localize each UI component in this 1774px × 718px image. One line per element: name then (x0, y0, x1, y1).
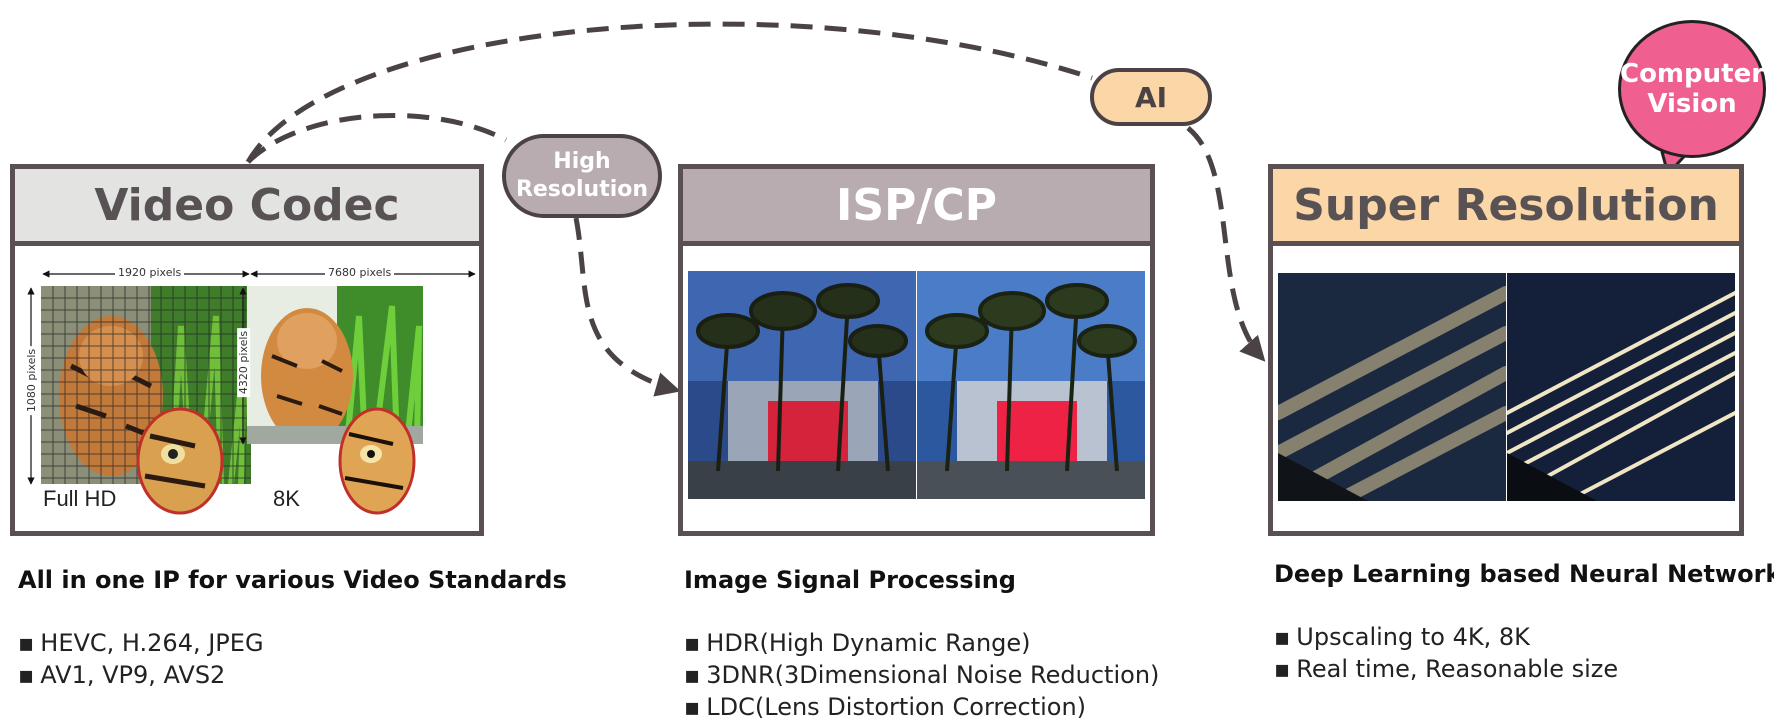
full-hd-height-label: 1080 pixels (25, 345, 39, 416)
list-item: AV1, VP9, AVS2 (18, 659, 264, 691)
list-item: HEVC, H.264, JPEG (18, 627, 263, 659)
isp-after-image (917, 271, 1145, 499)
sr-after-image (1507, 273, 1735, 501)
arrow-ai-to-sr (1186, 126, 1266, 362)
high-resolution-bubble: High Resolution (502, 134, 662, 218)
ai-label: AI (1134, 80, 1168, 114)
arrow-codec-to-ai (245, 21, 1093, 164)
isp-cp-title: ISP/CP (683, 169, 1150, 246)
computer-vision-line2: Vision (1647, 89, 1737, 119)
isp-bullets: HDR(High Dynamic Range) 3DNR(3Dimensiona… (684, 627, 1159, 718)
video-codec-panel: Video Codec (10, 164, 484, 536)
super-resolution-images (1273, 246, 1739, 531)
computer-vision-bubble: Computer Vision (1618, 20, 1766, 158)
super-resolution-title: Super Resolution (1273, 169, 1739, 246)
list-item: Upscaling to 4K, 8K (1274, 621, 1618, 653)
high-resolution-line1: High (553, 149, 611, 174)
super-resolution-panel: Super Resolution (1268, 164, 1744, 536)
video-codec-title: Video Codec (15, 169, 479, 246)
video-codec-description-title: All in one IP for various Video Standard… (18, 566, 567, 594)
ai-bubble: AI (1090, 68, 1212, 126)
super-resolution-description-title: Deep Learning based Neural Network (1274, 560, 1774, 588)
isp-description-title: Image Signal Processing (684, 566, 1016, 594)
full-hd-caption: Full HD (43, 486, 117, 511)
arrow-codec-to-hires (246, 113, 508, 164)
full-hd-tiger-image (41, 286, 251, 484)
list-item: Real time, Reasonable size (1274, 653, 1618, 685)
full-hd-width-label: 1920 pixels (115, 266, 185, 279)
isp-cp-panel: ISP/CP (678, 164, 1155, 536)
high-resolution-line2: Resolution (515, 177, 649, 202)
video-codec-bullets: HEVC, H.264, JPEG AV1, VP9, AVS2 (18, 627, 264, 691)
list-item: HDR(High Dynamic Range) (684, 627, 1159, 659)
isp-cp-images (683, 246, 1150, 531)
8k-height-label: 4320 pixels (237, 327, 251, 398)
full-hd-zoom-circle (136, 407, 224, 515)
list-item: LDC(Lens Distortion Correction) (684, 691, 1159, 718)
arrow-hires-to-isp (573, 217, 681, 397)
super-resolution-bullets: Upscaling to 4K, 8K Real time, Reasonabl… (1274, 621, 1618, 685)
8k-zoom-circle (338, 407, 416, 515)
video-codec-images: 1920 pixels 7680 pixels 1080 pixels 4320… (15, 246, 479, 531)
list-item: 3DNR(3Dimensional Noise Reduction) (684, 659, 1159, 691)
8k-caption: 8K (273, 486, 300, 511)
sr-before-image (1278, 273, 1506, 501)
isp-before-image (688, 271, 916, 499)
computer-vision-line1: Computer (1619, 59, 1765, 89)
8k-width-label: 7680 pixels (325, 266, 395, 279)
